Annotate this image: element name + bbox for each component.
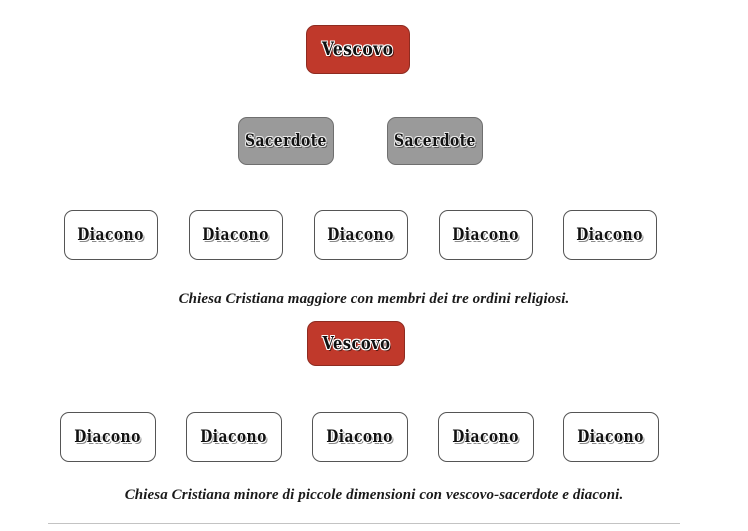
node-diacono-r1-3[interactable]: Diacono bbox=[314, 210, 408, 260]
bottom-divider bbox=[48, 523, 680, 524]
node-sacerdote-1[interactable]: Sacerdote bbox=[238, 117, 334, 165]
caption-chiesa-minore: Chiesa Cristiana minore di piccole dimen… bbox=[124, 487, 624, 503]
node-label: Vescovo bbox=[322, 332, 390, 354]
node-label: Diacono bbox=[200, 426, 268, 447]
node-label: Diacono bbox=[452, 426, 520, 447]
node-label: Diacono bbox=[77, 224, 145, 245]
node-label: Sacerdote bbox=[245, 130, 327, 151]
caption-chiesa-maggiore: Chiesa Cristiana maggiore con membri dei… bbox=[178, 291, 570, 307]
node-label: Diacono bbox=[327, 224, 395, 245]
node-diacono-r1-5[interactable]: Diacono bbox=[563, 210, 657, 260]
node-label: Vescovo bbox=[322, 38, 394, 60]
node-sacerdote-2[interactable]: Sacerdote bbox=[387, 117, 483, 165]
node-vescovo-maggiore[interactable]: Vescovo bbox=[306, 25, 410, 74]
node-diacono-r2-3[interactable]: Diacono bbox=[312, 412, 408, 462]
node-label: Diacono bbox=[326, 426, 394, 447]
node-diacono-r2-4[interactable]: Diacono bbox=[438, 412, 534, 462]
node-label: Sacerdote bbox=[394, 130, 476, 151]
node-label: Diacono bbox=[202, 224, 270, 245]
node-vescovo-minore[interactable]: Vescovo bbox=[307, 321, 405, 366]
node-label: Diacono bbox=[577, 426, 645, 447]
node-label: Diacono bbox=[452, 224, 520, 245]
node-diacono-r1-1[interactable]: Diacono bbox=[64, 210, 158, 260]
node-diacono-r2-2[interactable]: Diacono bbox=[186, 412, 282, 462]
node-label: Diacono bbox=[576, 224, 644, 245]
node-diacono-r2-1[interactable]: Diacono bbox=[60, 412, 156, 462]
node-diacono-r2-5[interactable]: Diacono bbox=[563, 412, 659, 462]
node-diacono-r1-4[interactable]: Diacono bbox=[439, 210, 533, 260]
node-label: Diacono bbox=[74, 426, 142, 447]
node-diacono-r1-2[interactable]: Diacono bbox=[189, 210, 283, 260]
